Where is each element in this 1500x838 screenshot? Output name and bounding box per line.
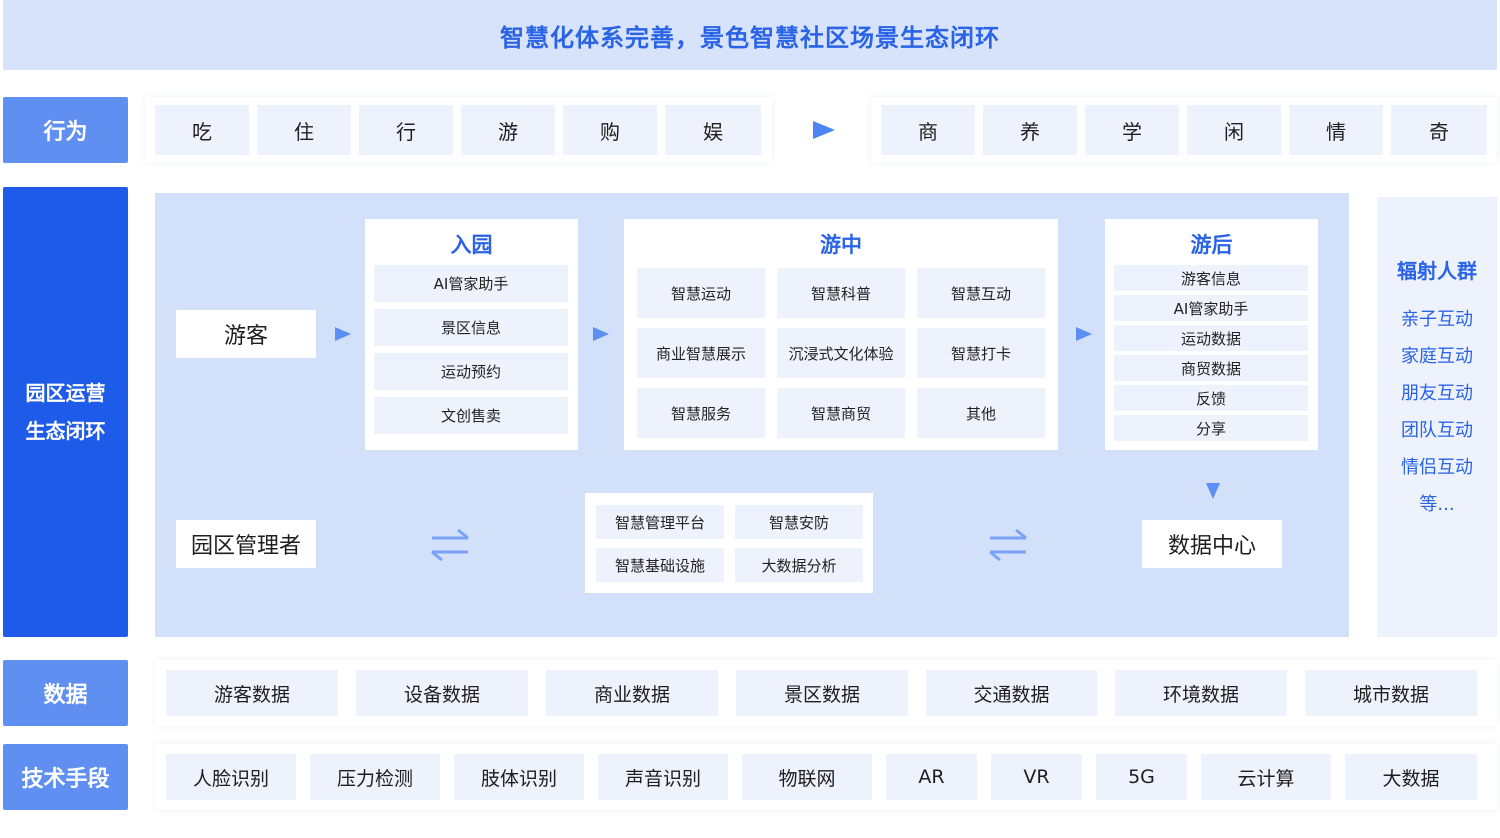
stage-during: 游中 智慧运动 智慧科普 智慧互动 商业智慧展示 沉浸式文化体验 智慧打卡 智慧… bbox=[624, 219, 1058, 450]
data-cell: 设备数据 bbox=[356, 670, 528, 716]
stage-item: 智慧商贸 bbox=[777, 388, 905, 438]
side-label-operations-line1: 园区运营 bbox=[25, 381, 106, 405]
stage-item: 智慧互动 bbox=[917, 268, 1045, 318]
radiation-item: 等... bbox=[1419, 494, 1455, 515]
data-row-panel: 游客数据 设备数据 商业数据 景区数据 交通数据 环境数据 城市数据 bbox=[155, 660, 1497, 726]
tech-cell: 声音识别 bbox=[598, 754, 728, 800]
stage-entry-title: 入园 bbox=[450, 233, 493, 257]
behavior-cell: 情 bbox=[1289, 105, 1383, 155]
radiation-item: 家庭互动 bbox=[1401, 346, 1473, 367]
behavior-advanced-panel: 商 养 学 闲 情 奇 bbox=[871, 97, 1497, 163]
arrow-down-icon bbox=[1206, 483, 1220, 499]
side-label-behavior: 行为 bbox=[3, 97, 128, 163]
radiation-title: 辐射人群 bbox=[1397, 259, 1477, 283]
behavior-cell: 养 bbox=[983, 105, 1077, 155]
stage-item: 运动数据 bbox=[1114, 325, 1308, 351]
tech-row-panel: 人脸识别 压力检测 肢体识别 声音识别 物联网 AR VR 5G 云计算 大数据 bbox=[155, 744, 1497, 810]
side-label-operations-line2: 生态闭环 bbox=[25, 419, 106, 443]
side-label-operations: 园区运营 生态闭环 bbox=[3, 187, 128, 637]
stage-item: 智慧科普 bbox=[777, 268, 905, 318]
platform-item: 智慧管理平台 bbox=[596, 505, 724, 539]
behavior-cell: 娱 bbox=[665, 105, 761, 155]
stage-item: AI管家助手 bbox=[374, 265, 568, 302]
arrow-right-icon bbox=[1076, 327, 1092, 341]
stage-item: 智慧打卡 bbox=[917, 328, 1045, 378]
stage-item: 景区信息 bbox=[374, 309, 568, 346]
stage-item: AI管家助手 bbox=[1114, 295, 1308, 321]
swap-arrows-icon bbox=[431, 528, 469, 562]
stage-item: 商贸数据 bbox=[1114, 355, 1308, 381]
arrow-right-icon bbox=[593, 327, 609, 341]
stage-item: 智慧服务 bbox=[637, 388, 765, 438]
swap-arrows-icon bbox=[989, 528, 1027, 562]
tech-cell: AR bbox=[886, 754, 977, 800]
behavior-cell: 行 bbox=[359, 105, 453, 155]
platform-item: 大数据分析 bbox=[735, 548, 863, 582]
tech-cell: 压力检测 bbox=[310, 754, 440, 800]
arrow-right-icon bbox=[813, 121, 835, 139]
behavior-cell: 商 bbox=[881, 105, 975, 155]
actor-data-center: 数据中心 bbox=[1142, 520, 1282, 568]
behavior-cell: 购 bbox=[563, 105, 657, 155]
data-cell: 交通数据 bbox=[926, 670, 1097, 716]
stage-item: 其他 bbox=[917, 388, 1045, 438]
data-cell: 商业数据 bbox=[546, 670, 718, 716]
stage-during-title: 游中 bbox=[820, 233, 862, 257]
side-label-tech: 技术手段 bbox=[3, 744, 128, 810]
actor-manager: 园区管理者 bbox=[176, 520, 316, 568]
behavior-cell: 游 bbox=[461, 105, 555, 155]
tech-cell: VR bbox=[991, 754, 1082, 800]
tech-cell: 物联网 bbox=[742, 754, 872, 800]
arrow-right-icon bbox=[335, 327, 351, 341]
platform-item: 智慧基础设施 bbox=[596, 548, 724, 582]
stage-item: 商业智慧展示 bbox=[637, 328, 765, 378]
radiation-item: 团队互动 bbox=[1401, 420, 1473, 441]
data-cell: 游客数据 bbox=[166, 670, 338, 716]
stage-item: 沉浸式文化体验 bbox=[777, 328, 905, 378]
stage-after: 游后 游客信息 AI管家助手 运动数据 商贸数据 反馈 分享 bbox=[1105, 219, 1318, 450]
stage-after-title: 游后 bbox=[1190, 233, 1233, 257]
stage-item: 运动预约 bbox=[374, 353, 568, 390]
tech-cell: 5G bbox=[1096, 754, 1187, 800]
tech-cell: 人脸识别 bbox=[166, 754, 296, 800]
radiation-item: 朋友互动 bbox=[1401, 383, 1473, 404]
stage-item: 分享 bbox=[1114, 415, 1308, 441]
operations-area: 游客 入园 AI管家助手 景区信息 运动预约 文创售卖 游中 智慧运动 智慧科普… bbox=[155, 193, 1349, 637]
behavior-basic-panel: 吃 住 行 游 购 娱 bbox=[145, 97, 772, 163]
stage-item: 文创售卖 bbox=[374, 397, 568, 434]
side-label-data: 数据 bbox=[3, 660, 128, 726]
page-title: 智慧化体系完善，景色智慧社区场景生态闭环 bbox=[3, 0, 1497, 70]
behavior-cell: 闲 bbox=[1187, 105, 1281, 155]
stage-item: 智慧运动 bbox=[637, 268, 765, 318]
stage-item: 游客信息 bbox=[1114, 265, 1308, 291]
stage-item: 反馈 bbox=[1114, 385, 1308, 411]
data-cell: 环境数据 bbox=[1115, 670, 1287, 716]
behavior-cell: 住 bbox=[257, 105, 351, 155]
actor-visitor: 游客 bbox=[176, 310, 316, 358]
platform-item: 智慧安防 bbox=[735, 505, 863, 539]
data-cell: 城市数据 bbox=[1305, 670, 1477, 716]
radiation-item: 情侣互动 bbox=[1401, 457, 1473, 478]
radiation-item: 亲子互动 bbox=[1401, 309, 1473, 330]
platform-box: 智慧管理平台 智慧安防 智慧基础设施 大数据分析 bbox=[585, 493, 873, 593]
behavior-cell: 学 bbox=[1085, 105, 1179, 155]
stage-entry: 入园 AI管家助手 景区信息 运动预约 文创售卖 bbox=[365, 219, 578, 450]
tech-cell: 大数据 bbox=[1345, 754, 1477, 800]
behavior-cell: 奇 bbox=[1391, 105, 1487, 155]
tech-cell: 云计算 bbox=[1201, 754, 1331, 800]
data-cell: 景区数据 bbox=[736, 670, 908, 716]
radiation-panel: 辐射人群 亲子互动 家庭互动 朋友互动 团队互动 情侣互动 等... bbox=[1377, 197, 1497, 637]
behavior-cell: 吃 bbox=[155, 105, 249, 155]
tech-cell: 肢体识别 bbox=[454, 754, 584, 800]
